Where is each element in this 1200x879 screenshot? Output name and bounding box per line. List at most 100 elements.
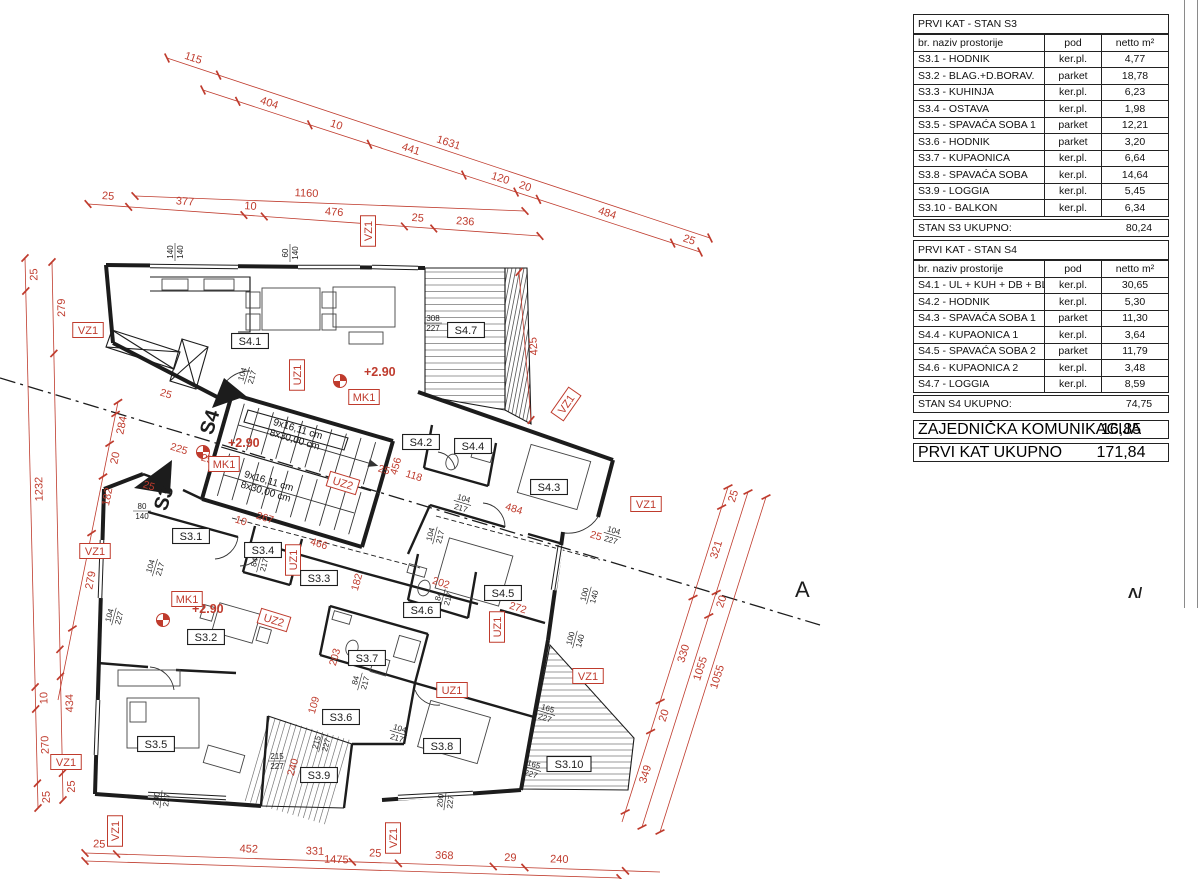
summary-value: 171,84 [1096, 444, 1146, 461]
opening-size-top: 80 [138, 502, 147, 511]
dimension-label: 20 [657, 708, 672, 723]
dimension-label: 20 [108, 451, 122, 465]
dimension-label: 270 [39, 736, 51, 755]
room-label: S4.7 [455, 325, 478, 337]
dimension-label: 267 [255, 510, 275, 527]
cell-room: S4.2 - HODNIK [913, 293, 1045, 311]
staircase [216, 403, 379, 535]
cell-room: S3.9 - LOGGIA [913, 182, 1045, 200]
marker-label: UZ2 [331, 475, 354, 493]
cell-floor: ker.pl. [1044, 276, 1102, 294]
dimension-label: 182 [349, 572, 365, 592]
dimension-label: 1055 [708, 664, 727, 691]
dimension-label: 484 [504, 501, 524, 518]
dimension-label: 25 [589, 529, 604, 544]
marker-mk1: MK1 [208, 456, 240, 472]
cell-room: S4.7 - LOGGIA [913, 375, 1045, 393]
room-label: S3.7 [356, 653, 379, 665]
section-arrow-s3 [134, 460, 172, 494]
dimension-label: 240 [285, 757, 301, 777]
opening-size-bottom: 227 [161, 792, 172, 807]
cell-floor: parket [1044, 309, 1102, 327]
opening-size-bottom: 217 [442, 591, 454, 607]
dimension-label: 25 [159, 387, 174, 402]
opening-size-bottom: 217 [359, 675, 371, 691]
room-label: S3.9 [308, 770, 331, 782]
dimension-label: 1160 [294, 187, 318, 200]
cell-floor: ker.pl. [1044, 199, 1102, 217]
opening-size-bottom: 227 [445, 794, 456, 809]
room-label: S3.5 [145, 739, 168, 751]
cell-area: 18,78 [1101, 67, 1169, 85]
cell-floor: ker.pl. [1044, 359, 1102, 377]
cell-floor: parket [1044, 133, 1102, 151]
room-label: S4.3 [538, 482, 561, 494]
opening-size-top: 100 [565, 630, 577, 646]
marker-mk1: MK1 [348, 389, 380, 405]
cell-area: 6,23 [1101, 83, 1169, 101]
dimension-label: 29 [504, 852, 517, 864]
elevation-value: +2.90 [364, 365, 396, 379]
marker-vz1: VZ1 [630, 496, 662, 512]
opening-size-bottom: 217 [258, 557, 270, 573]
dimension-label: 20 [714, 594, 729, 609]
dimension-label: 1232 [33, 477, 46, 502]
dimension-label: 25 [102, 190, 115, 203]
room-label: S4.1 [239, 336, 262, 348]
dimension-label: 330 [675, 643, 692, 664]
summary-label: ZAJEDNIČKA KOMUNIKACIJA [918, 421, 1142, 438]
cell-area: 5,30 [1101, 293, 1169, 311]
cell-room: S4.6 - KUPAONICA 2 [913, 359, 1045, 377]
dimension-label: 118 [404, 468, 424, 484]
summary-row-komunikacija: ZAJEDNIČKA KOMUNIKACIJA 16,85 [913, 420, 1169, 439]
table-s3-title: PRVI KAT - STAN S3 [918, 18, 1018, 30]
cell-room: S3.4 - OSTAVA [913, 100, 1045, 118]
cell-area: 12,21 [1101, 116, 1169, 134]
room-label: S3.3 [308, 573, 331, 585]
cell-area: 5,45 [1101, 182, 1169, 200]
room-label: S4.5 [492, 588, 515, 600]
cell-area: 3,48 [1101, 359, 1169, 377]
dimension-label: 25 [377, 463, 392, 478]
opening-size-bottom: 227 [426, 324, 440, 333]
dimension-label: 20 [517, 179, 532, 194]
dimension-label: 279 [56, 298, 68, 317]
room-label: S4.6 [411, 605, 434, 617]
dimension-label: 1631 [435, 134, 462, 153]
dimension-label: 10 [329, 118, 344, 133]
dimension-label: 1475 [324, 854, 349, 867]
dimension-label: 236 [456, 215, 475, 228]
opening-size-top: 104 [144, 558, 157, 574]
cell-floor: ker.pl. [1044, 182, 1102, 200]
cell-room: S3.10 - BALKON [913, 199, 1045, 217]
dimension-label: 434 [64, 694, 76, 713]
cell-room: S3.1 - HODNIK [913, 50, 1045, 68]
col-header-pod: pod [1044, 260, 1102, 278]
table-stan-s3: PRVI KAT - STAN S3 br. naziv prostorije … [913, 14, 1169, 237]
opening-size-bottom: 217 [434, 529, 446, 545]
marker-vz1: VZ1 [107, 815, 123, 847]
marker-uz2: UZ2 [256, 607, 292, 633]
marker-vz1: VZ1 [572, 668, 604, 684]
marker-label: UZ1 [442, 685, 463, 697]
dimension-label: 349 [637, 764, 654, 785]
dimension-label: 441 [400, 141, 421, 158]
dimension-label: 25 [369, 847, 382, 859]
sheet-edge-lines [1184, 0, 1198, 608]
cell-area: 3,20 [1101, 133, 1169, 151]
opening-size-top: 104 [236, 366, 249, 382]
wall-insulation-hatch [505, 268, 531, 424]
opening-size-bottom: 217 [246, 369, 259, 385]
col-header-name: br. naziv prostorije [913, 34, 1045, 52]
table-s3-footer: STAN S3 UKUPNO: 80,24 [913, 218, 1169, 237]
dimension-label: 368 [435, 850, 454, 863]
opening-size-bottom: 227 [113, 610, 125, 626]
